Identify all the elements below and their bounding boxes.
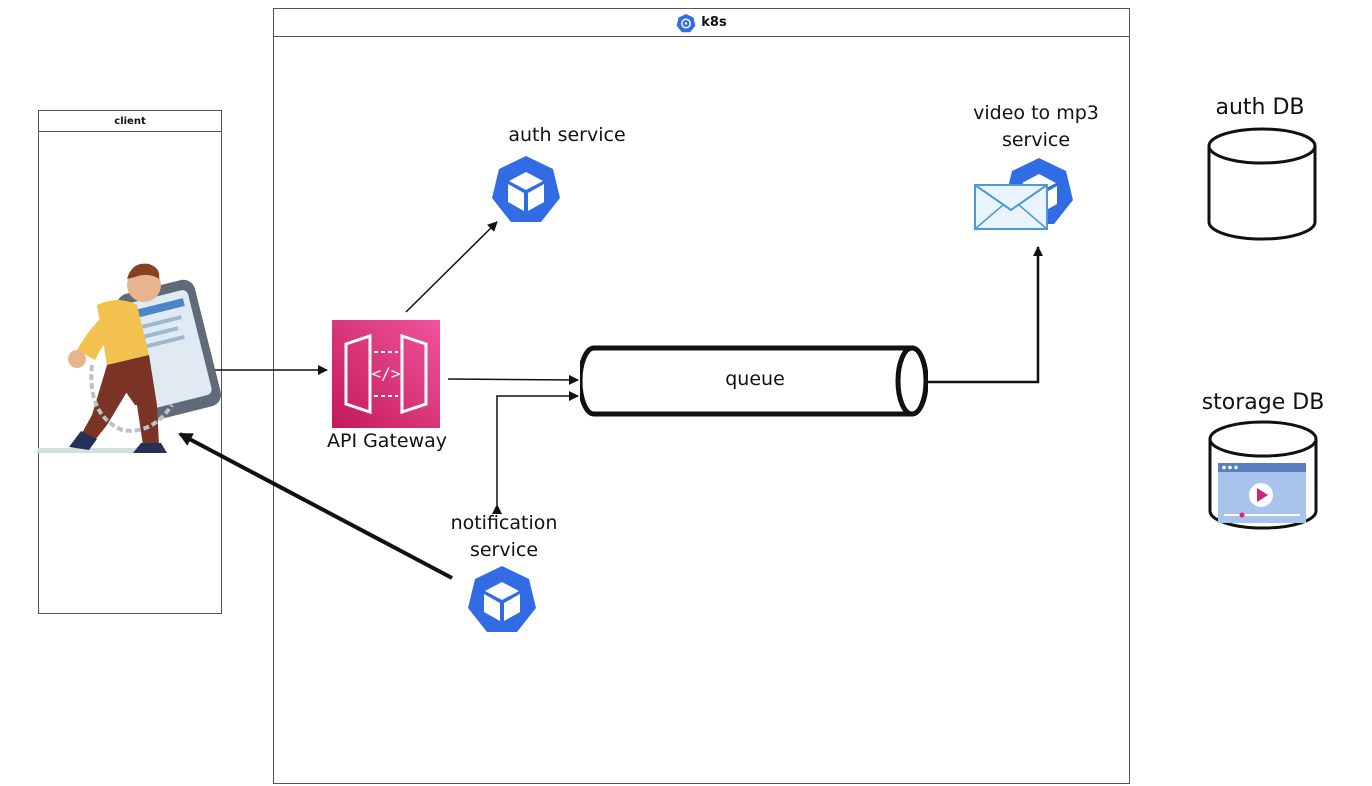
k8s-frame-header: k8s bbox=[274, 9, 1129, 37]
notification-to-client-arrow[interactable] bbox=[178, 432, 453, 580]
auth-db-database-cylinder-icon[interactable] bbox=[1205, 126, 1319, 242]
video-to-mp3-label-line2: service bbox=[1001, 129, 1071, 151]
aws-api-gateway-icon[interactable]: </> bbox=[332, 320, 440, 428]
api-gateway-label: API Gateway bbox=[326, 430, 448, 452]
k8s-frame-title: k8s bbox=[701, 15, 727, 30]
queue-cylinder-icon[interactable] bbox=[580, 344, 928, 418]
auth-service-label: auth service bbox=[508, 124, 626, 146]
queue-label: queue bbox=[725, 368, 785, 390]
video-to-mp3-label: video to mp3 service bbox=[946, 100, 1126, 154]
gateway-to-auth-arrow[interactable] bbox=[405, 221, 498, 313]
converter-queue-arrow[interactable] bbox=[897, 246, 1043, 387]
notification-service-label-line2: service bbox=[469, 539, 539, 561]
notification-service-label: notification service bbox=[424, 510, 584, 564]
envelope-icon bbox=[974, 184, 1048, 230]
svg-text:</>: </> bbox=[372, 364, 401, 383]
notification-service-label-line1: notification bbox=[450, 512, 558, 534]
auth-service-kubernetes-pod-icon[interactable] bbox=[489, 154, 563, 228]
kubernetes-logo-icon bbox=[676, 13, 696, 32]
auth-db-label: auth DB bbox=[1215, 95, 1305, 120]
video-to-mp3-label-line1: video to mp3 bbox=[973, 102, 1099, 124]
client-frame-title: client bbox=[114, 115, 146, 127]
notification-queue-arrow[interactable] bbox=[492, 391, 579, 514]
client-frame-header: client bbox=[39, 111, 221, 132]
storage-db-label: storage DB bbox=[1201, 390, 1325, 415]
storage-db-database-video-icon[interactable] bbox=[1206, 419, 1320, 531]
notification-service-kubernetes-pod-icon[interactable] bbox=[465, 564, 539, 638]
person-chained-to-phone-illustration bbox=[37, 263, 221, 453]
gateway-to-queue-arrow[interactable] bbox=[447, 374, 579, 385]
